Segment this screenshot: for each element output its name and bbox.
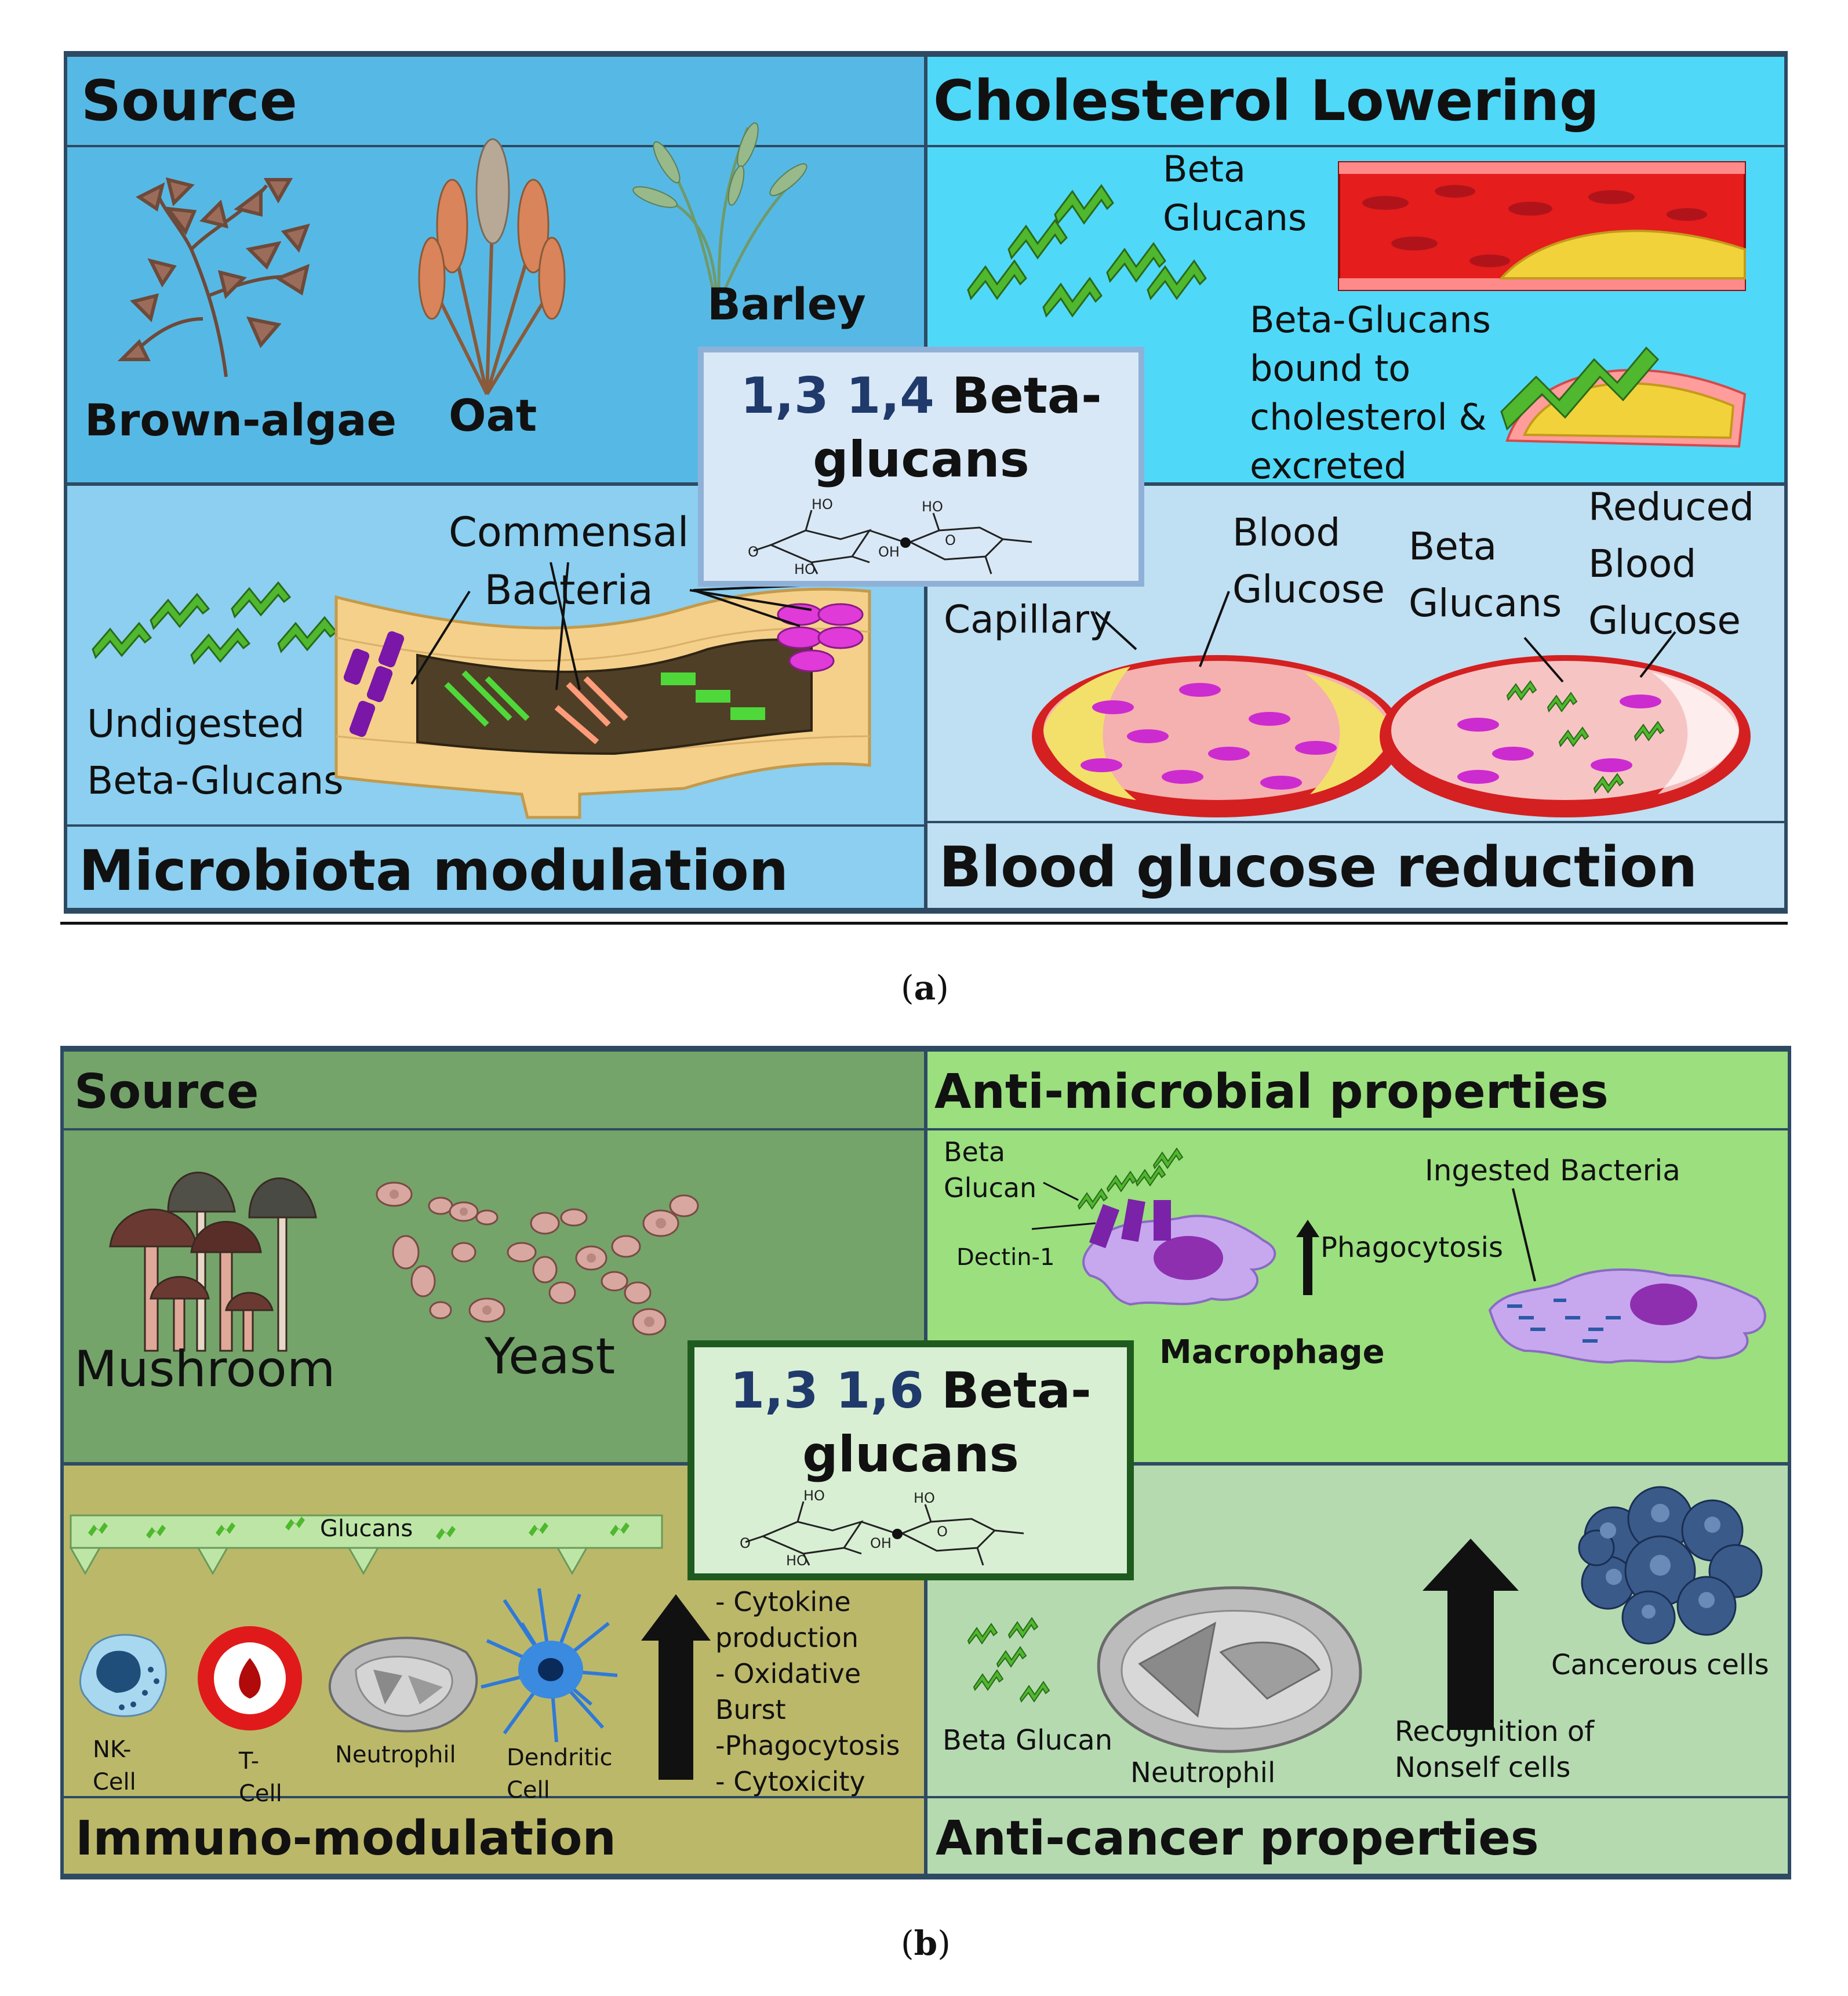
b-chemical-structure-icon: HO HO O HO OH O <box>740 1488 1024 1569</box>
neutrophil-label-small: Neutrophil <box>335 1741 456 1768</box>
yeast-icon <box>376 1181 699 1336</box>
b-chem-ho-2: HO <box>914 1490 935 1506</box>
b-anticancer-footer <box>927 1796 1788 1876</box>
a-microbiota-footer <box>67 824 924 910</box>
nk-cell-icon <box>79 1634 167 1717</box>
b-center-numbers: 1,3 1,6 <box>730 1362 924 1420</box>
yeast-label: Yeast <box>485 1328 616 1386</box>
a-center-numbers: 1,3 1,4 <box>740 367 934 425</box>
b-beta-glucan-label: Beta Glucan <box>944 1136 1037 1204</box>
capillary-cross-sections-icon <box>1032 655 1751 817</box>
undigested-label: Undigested Beta-Glucans <box>87 701 344 803</box>
anticancer-beta-glucan-label: Beta Glucan <box>943 1724 1113 1757</box>
t-cell-icon <box>198 1626 302 1730</box>
macrophage-label: Macrophage <box>1159 1333 1385 1371</box>
macrophage-ingested-icon <box>1488 1268 1766 1364</box>
cancerous-cells-label: Cancerous cells <box>1551 1649 1769 1681</box>
a-chem-ho-1: HO <box>812 496 833 512</box>
up-arrow-immuno-icon <box>641 1594 711 1780</box>
recognition-label: Recognition of Nonself cells <box>1395 1715 1595 1784</box>
a-center-title-line2: glucans <box>813 431 1030 489</box>
b-chem-ho-3: HO <box>786 1553 807 1569</box>
oat-icon <box>418 138 566 395</box>
nk-cell-label: NK- Cell <box>93 1736 136 1795</box>
b-chem-ho-1: HO <box>803 1488 825 1504</box>
chol-beta-glucans-label: Beta Glucans <box>1163 148 1307 239</box>
up-arrow-small-icon <box>1296 1220 1319 1295</box>
capillary-label: Capillary <box>944 597 1112 642</box>
a-glucose-title: Blood glucose reduction <box>939 835 1698 900</box>
dendritic-cell-label: Dendritic Cell <box>507 1744 613 1804</box>
neutrophil-large-label: Neutrophil <box>1130 1757 1276 1789</box>
b-anticancer-title: Anti-cancer properties <box>936 1811 1539 1866</box>
glucans-bar-icon <box>69 1514 663 1576</box>
b-center-box: 1,3 1,6 Beta- glucans <box>687 1340 1134 1580</box>
mushroom-icon <box>109 1172 317 1352</box>
b-center-word: Beta- <box>941 1362 1092 1420</box>
b-antimicrobial-title: Anti-microbial properties <box>934 1064 1609 1119</box>
b-chem-o-2: O <box>937 1524 948 1540</box>
dendritic-cell-icon <box>481 1588 618 1743</box>
intestine-section-icon <box>334 562 871 819</box>
blood-vessel-plaque-icon <box>1338 161 1746 291</box>
a-chem-oh: OH <box>878 544 900 560</box>
a-cholesterol-title: Cholesterol Lowering <box>933 68 1599 133</box>
a-glucose-footer <box>927 821 1784 910</box>
b-source-title: Source <box>74 1064 259 1119</box>
b-source-header <box>64 1049 924 1130</box>
b-immuno-title: Immuno-modulation <box>75 1811 616 1866</box>
a-cholesterol-header <box>927 54 1784 147</box>
a-bottom-rule <box>60 922 1788 925</box>
immuno-effects-list: - Cytokine production - Oxidative Burst … <box>715 1586 900 1797</box>
glucans-label: Glucans <box>320 1515 413 1542</box>
macrophage-icon <box>1031 1147 1276 1306</box>
chol-bound-label: Beta-Glucans bound to cholesterol & excr… <box>1250 299 1491 487</box>
t-cell-label: T- Cell <box>239 1748 282 1807</box>
b-center-title: 1,3 1,6 Beta- <box>694 1359 1127 1423</box>
cancerous-cells-icon <box>1578 1486 1763 1645</box>
commensal-bacteria-label: Commensal Bacteria <box>449 508 689 614</box>
neutrophil-small-icon <box>328 1637 478 1733</box>
b-antimicrobial-header <box>927 1049 1788 1130</box>
ingested-bacteria-label: Ingested Bacteria <box>1425 1154 1680 1187</box>
b-immuno-footer <box>64 1796 924 1876</box>
oat-label: Oat <box>449 390 537 441</box>
beta-glucan-molecules-icon <box>967 184 1207 318</box>
caption-a: (a) <box>901 968 949 1008</box>
b-chem-oh: OH <box>870 1535 892 1551</box>
bound-cholesterol-icon <box>1500 346 1747 448</box>
undigested-glucans-icon <box>92 581 338 665</box>
caption-b: (b) <box>901 1924 951 1963</box>
a-chemical-structure-icon: HO HO O HO OH O <box>748 496 1032 577</box>
neutrophil-large-icon <box>1097 1586 1362 1753</box>
a-chem-ho-3: HO <box>794 561 816 577</box>
b-center-title-line2: glucans <box>802 1426 1019 1484</box>
a-source-header <box>67 54 924 147</box>
reduced-glucose-label: Reduced Blood Glucose <box>1588 485 1755 643</box>
a-center-title: 1,3 1,4 Beta- <box>704 364 1138 428</box>
up-arrow-anticancer-icon <box>1423 1539 1519 1730</box>
b-chem-o-1: O <box>740 1535 751 1551</box>
glucose-beta-glucans-label: Beta Glucans <box>1409 524 1562 626</box>
phagocytosis-label: Phagocytosis <box>1320 1231 1503 1264</box>
brown-algae-icon <box>117 177 310 377</box>
a-center-word: Beta- <box>951 367 1102 425</box>
barley-label: Barley <box>707 278 866 330</box>
barley-icon <box>632 122 807 291</box>
anticancer-glucans-icon <box>967 1617 1050 1703</box>
a-chem-ho-2: HO <box>922 499 943 515</box>
blood-glucose-label: Blood Glucose <box>1232 510 1385 612</box>
a-source-title: Source <box>81 68 297 133</box>
a-chem-o-2: O <box>945 532 956 548</box>
a-chem-o-1: O <box>748 544 759 560</box>
dectin-label: Dectin-1 <box>956 1244 1055 1271</box>
a-microbiota-title: Microbiota modulation <box>79 838 789 903</box>
mushroom-label: Mushroom <box>74 1340 336 1398</box>
brown-algae-label: Brown-algae <box>85 394 397 446</box>
